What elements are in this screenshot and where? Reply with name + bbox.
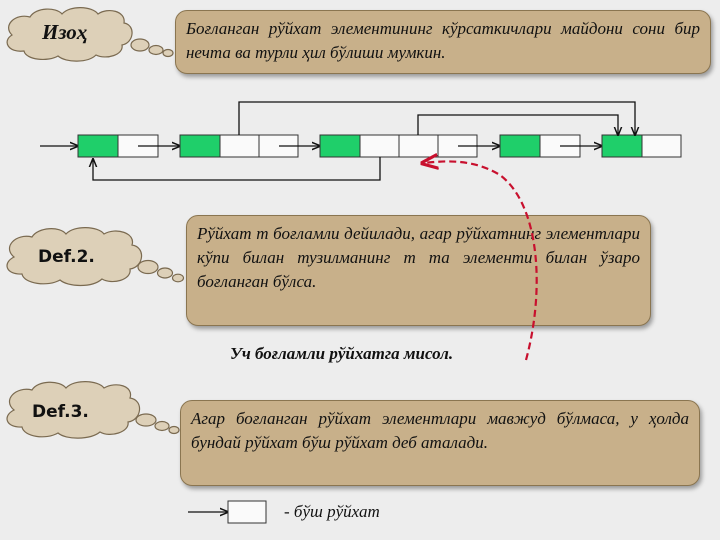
node-5-pointer-cell xyxy=(641,134,682,158)
def2-label: Def.2. xyxy=(38,247,95,267)
def3-cloud xyxy=(6,381,180,439)
def3-label: Def.3. xyxy=(32,402,89,422)
node-2-data-cell xyxy=(179,134,221,158)
note-cloud xyxy=(6,7,174,62)
node-2-pointer-cell xyxy=(219,134,260,158)
node-1-data-cell xyxy=(77,134,119,158)
back-link-bottom xyxy=(93,157,381,181)
skip-link-middle xyxy=(417,114,618,135)
node-3-data-cell xyxy=(319,134,361,158)
def2-text-box: Рўйхат т боғламли дейилади, агар рўйхатн… xyxy=(186,215,651,326)
note-text-box: Боғланган рўйхат элементининг кўрсаткичл… xyxy=(175,10,711,74)
node-5-data-cell xyxy=(601,134,643,158)
node-4-data-cell xyxy=(499,134,541,158)
note-label: Изоҳ xyxy=(42,20,88,44)
diagram-caption: Уч боғламли рўйхатга мисол. xyxy=(230,344,454,363)
highlight-arrow xyxy=(424,161,538,361)
empty-list-box xyxy=(227,500,267,524)
skip-link-top xyxy=(238,101,635,135)
list-node-2 xyxy=(179,134,299,158)
legend-label: - бўш рўйхат xyxy=(284,502,380,521)
node-3-pointer-cell xyxy=(398,134,439,158)
def3-text-box: Агар боғланган рўйхат элементлари мавжуд… xyxy=(180,400,700,486)
node-3-pointer-cell xyxy=(359,134,400,158)
def2-cloud xyxy=(6,227,185,287)
list-node-3 xyxy=(319,134,478,158)
list-node-5 xyxy=(601,134,682,158)
